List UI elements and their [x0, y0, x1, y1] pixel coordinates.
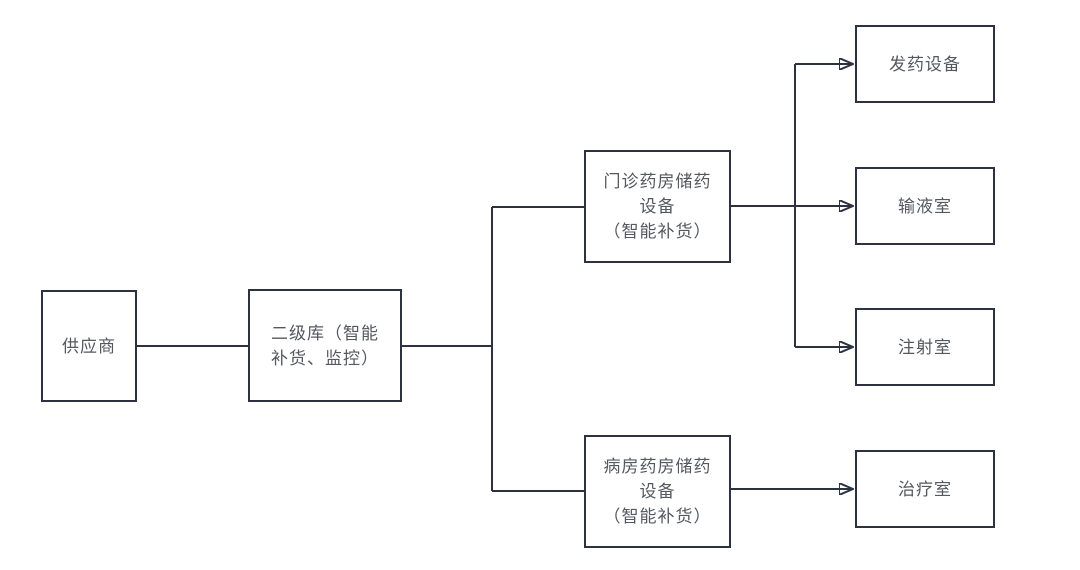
node-outpatient-pharmacy-storage: 门诊药房储药 设备 （智能补货） — [584, 150, 731, 263]
node-dispensing-equipment: 发药设备 — [855, 25, 995, 103]
node-supplier-label: 供应商 — [62, 336, 116, 356]
node-injection-room: 注射室 — [855, 308, 995, 386]
node-treatment-room: 治疗室 — [855, 450, 995, 528]
node-ward-pharmacy-storage: 病房药房储药 设备 （智能补货） — [584, 435, 731, 548]
node-infusion-room: 输液室 — [855, 167, 995, 245]
node-treatment-room-label: 治疗室 — [898, 479, 952, 499]
node-secondary-warehouse: 二级库（智能 补货、监控） — [248, 289, 402, 402]
node-ward-pharmacy-storage-label: 病房药房储药 设备 （智能补货） — [603, 457, 712, 526]
node-injection-room-label: 注射室 — [898, 337, 952, 357]
node-outpatient-pharmacy-storage-label: 门诊药房储药 设备 （智能补货） — [603, 172, 712, 241]
node-infusion-room-label: 输液室 — [898, 196, 952, 216]
node-secondary-warehouse-label: 二级库（智能 补货、监控） — [271, 323, 379, 368]
node-supplier: 供应商 — [41, 290, 137, 402]
node-dispensing-equipment-label: 发药设备 — [889, 54, 961, 74]
